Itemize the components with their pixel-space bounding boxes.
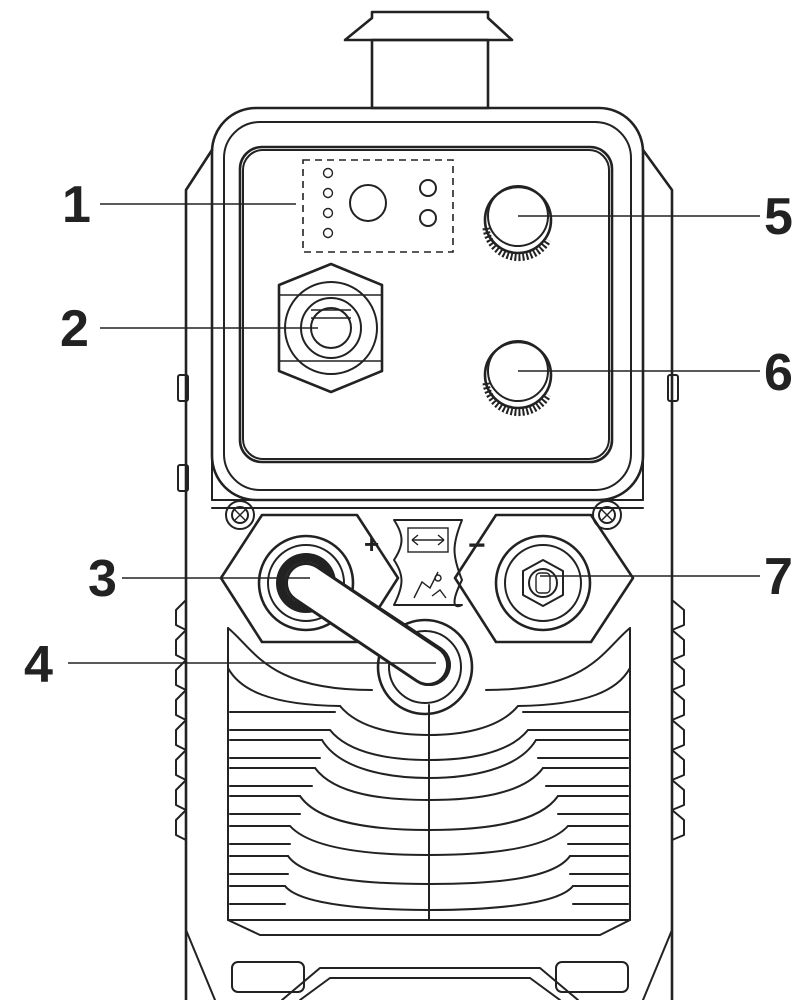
symbol-plate — [393, 519, 463, 608]
vent-grille — [227, 627, 631, 936]
callout-7: 7 — [764, 548, 793, 606]
right-side-fins — [671, 599, 685, 841]
callout-6: 6 — [764, 344, 793, 402]
leader-lines — [68, 203, 760, 664]
callout-2: 2 — [60, 300, 89, 358]
terminal-plate-right — [453, 513, 635, 644]
lower-knob — [482, 340, 553, 417]
callout-1: 1 — [62, 176, 91, 234]
panel-screw-left — [225, 500, 255, 530]
right-louvers — [485, 627, 631, 905]
callout-4: 4 — [24, 636, 53, 694]
indicator-panel — [302, 159, 454, 253]
left-louvers — [227, 627, 373, 905]
bottom-feet — [185, 929, 673, 1000]
minus-symbol: − — [468, 529, 486, 562]
upper-knob — [482, 185, 553, 262]
left-side-fins — [175, 599, 187, 841]
panel-screw-right — [592, 500, 622, 530]
polarity-swap-icon — [407, 527, 449, 553]
polarity-cable — [285, 562, 474, 716]
callout-3: 3 — [88, 550, 117, 608]
carry-handle — [343, 10, 514, 110]
callout-5: 5 — [764, 188, 793, 246]
center-arcs — [284, 704, 574, 921]
negative-terminal — [494, 534, 592, 632]
welding-torch-icon — [413, 571, 447, 599]
plus-symbol: + — [364, 529, 379, 559]
gas-connector — [277, 262, 384, 394]
machine-body — [177, 106, 679, 1000]
